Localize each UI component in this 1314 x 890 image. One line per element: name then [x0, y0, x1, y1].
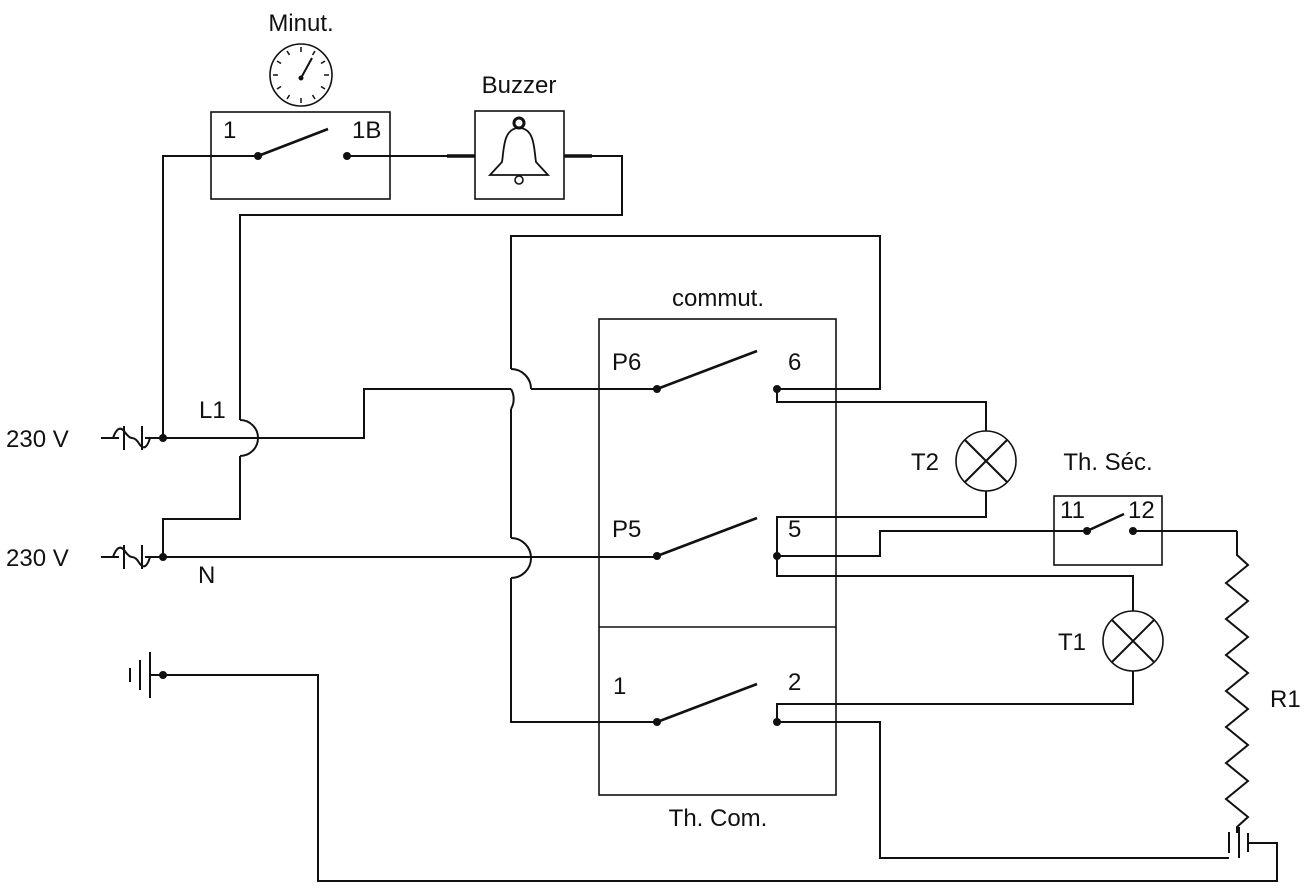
chassis-earth-icon	[1228, 827, 1249, 858]
terminal-p5: P5	[612, 516, 641, 543]
ac-supply-l-icon	[101, 425, 163, 451]
switch-p6	[653, 349, 781, 393]
terminal-p6: P6	[612, 349, 641, 376]
bell-icon	[487, 116, 551, 185]
th-com-terminal-1: 1	[613, 673, 626, 700]
commutator-label: commut.	[672, 285, 764, 312]
earth-icon	[129, 652, 151, 698]
switch-th-com	[653, 682, 781, 726]
timer-terminal-1b: 1B	[352, 117, 381, 144]
resistor-r1	[1224, 531, 1250, 833]
buzzer-label: Buzzer	[482, 72, 557, 99]
timer-terminal-1: 1	[223, 117, 236, 144]
wires	[150, 154, 1278, 882]
th-com-terminal-2: 2	[788, 669, 801, 696]
timer-clock-icon	[269, 43, 333, 107]
buzzer-box	[474, 110, 565, 200]
ac-supply-n-icon	[101, 544, 163, 570]
supply-n-voltage: 230 V	[6, 545, 69, 572]
lamp-t2-icon	[955, 430, 1017, 492]
terminal-5: 5	[788, 516, 801, 543]
junction-dots	[159, 434, 167, 679]
supply-l-voltage: 230 V	[6, 426, 69, 453]
terminal-6: 6	[788, 349, 801, 376]
timer-switch	[254, 127, 351, 160]
lamp-t1-label: T1	[1058, 629, 1086, 656]
neutral-n-label: N	[198, 562, 215, 589]
safety-thermostat-label: Th. Séc.	[1063, 449, 1152, 476]
resistor-r1-label: R1	[1270, 686, 1301, 713]
switch-p5	[653, 516, 781, 560]
phase-l1-label: L1	[199, 397, 226, 424]
lamp-t1-icon	[1102, 610, 1164, 672]
th-com-label: Th. Com.	[669, 805, 768, 832]
timer-label: Minut.	[268, 10, 333, 37]
lamp-t2-label: T2	[911, 449, 939, 476]
safety-terminal-12: 12	[1128, 497, 1155, 524]
safety-terminal-11: 11	[1060, 497, 1085, 524]
